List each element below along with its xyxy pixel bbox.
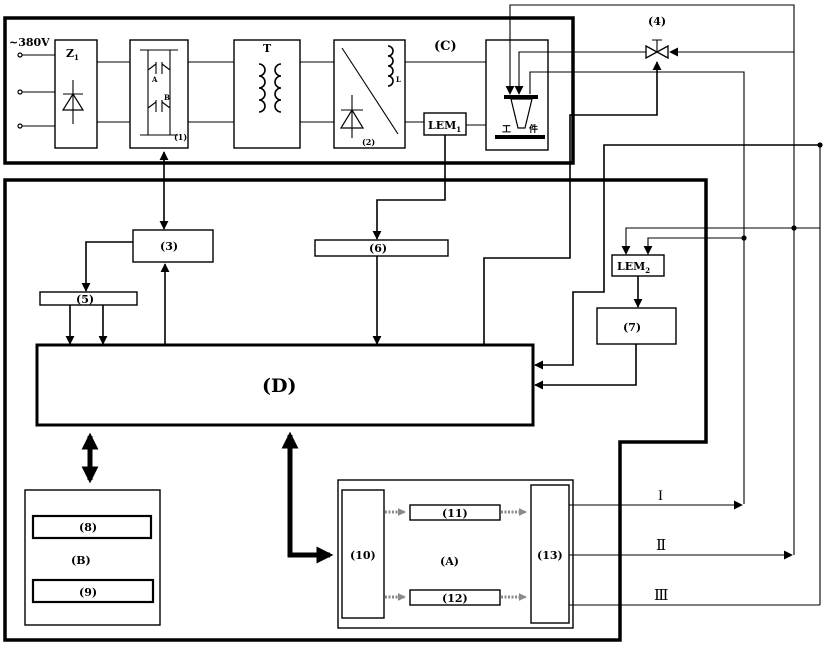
wire-line-i-to-lem2 bbox=[643, 237, 744, 255]
wire-block7-to-main bbox=[534, 344, 637, 390]
workpiece-text-2: 件 bbox=[529, 123, 538, 135]
wire-line-iii-to-lem2 bbox=[621, 227, 820, 255]
torch-nozzle bbox=[504, 95, 538, 99]
inverter-label: (1) bbox=[174, 132, 187, 142]
block-7 bbox=[596, 307, 677, 345]
block-8 bbox=[31, 514, 153, 540]
wire-lem1-to-block6 bbox=[372, 135, 446, 240]
panel-b-label: (B) bbox=[71, 554, 91, 567]
junction-dot-ii bbox=[791, 225, 797, 231]
main-controller-label: (D) bbox=[262, 375, 296, 397]
control-frame bbox=[3, 178, 708, 642]
block-11-label: (11) bbox=[442, 507, 468, 520]
supply-label: ~380V bbox=[9, 36, 50, 49]
main-controller-box bbox=[35, 343, 535, 427]
block-3-label: (3) bbox=[160, 240, 178, 253]
block-7-label: (7) bbox=[623, 321, 641, 334]
wire-z1-to-inverter bbox=[97, 61, 130, 123]
wire-valve-to-torch bbox=[514, 51, 646, 95]
valve-label: (4) bbox=[648, 15, 666, 28]
wire-inverter-to-transformer bbox=[188, 61, 234, 123]
block-9-label: (9) bbox=[79, 586, 97, 599]
valve-icon bbox=[645, 39, 669, 60]
inverter-box bbox=[129, 39, 189, 149]
output-label-iii: Ⅲ bbox=[654, 588, 668, 604]
panel-b-box bbox=[24, 489, 161, 626]
wire-line-ii-to-torch bbox=[505, 4, 795, 555]
inverter-terminal-b: B bbox=[164, 93, 170, 102]
wire-block3-to-block5 bbox=[81, 241, 133, 292]
wire-transformer-to-output-rectifier bbox=[300, 61, 334, 123]
transformer-box bbox=[233, 39, 301, 149]
block-13 bbox=[530, 484, 570, 624]
block-5 bbox=[39, 291, 138, 306]
inverter-bridge-icon bbox=[140, 49, 178, 136]
power-stage-frame bbox=[3, 16, 575, 165]
workpiece-plate bbox=[495, 135, 545, 139]
junction-dot-iii bbox=[817, 142, 823, 148]
lem1-label: LEM1 bbox=[428, 119, 461, 134]
wire-control-to-valve bbox=[483, 61, 662, 345]
transformer-coil-icon bbox=[258, 63, 282, 113]
block-9 bbox=[31, 578, 155, 604]
bus-main-to-module-a bbox=[281, 431, 334, 564]
block-5-label: (5) bbox=[76, 293, 94, 306]
torch-tip-icon bbox=[510, 98, 533, 129]
block-10-label: (10) bbox=[350, 549, 376, 562]
block-12 bbox=[409, 589, 501, 606]
block-6-label: (6) bbox=[369, 242, 387, 255]
block-8-label: (8) bbox=[79, 521, 97, 534]
block-10 bbox=[341, 489, 385, 619]
inverter-terminal-a: A bbox=[151, 75, 158, 84]
inductor-label: L bbox=[396, 75, 401, 84]
output-rectifier-box bbox=[333, 39, 406, 149]
block-12-label: (12) bbox=[442, 592, 468, 605]
rectifier-z1-box bbox=[54, 39, 98, 149]
block-13-label: (13) bbox=[537, 549, 563, 562]
supply-terminals bbox=[17, 52, 55, 129]
output-label-i: I bbox=[658, 488, 663, 504]
module-a-label: (A) bbox=[440, 555, 459, 568]
rectifier-diode-icon bbox=[61, 80, 85, 124]
lem2-label: LEM2 bbox=[617, 260, 650, 275]
block-3 bbox=[132, 229, 214, 263]
wire-line-iii-feedback bbox=[534, 144, 820, 370]
power-stage-label: (C) bbox=[434, 39, 457, 54]
rectifier-z1-label: Z1 bbox=[66, 47, 79, 62]
output-rectifier-label: (2) bbox=[362, 137, 375, 147]
block-11 bbox=[409, 504, 501, 521]
inductor-coil-icon bbox=[387, 45, 394, 87]
output-diode-icon bbox=[339, 95, 365, 138]
junction-dot-i bbox=[741, 235, 747, 241]
block-6 bbox=[314, 239, 449, 257]
output-rectifier-diagonal bbox=[341, 47, 399, 135]
workpiece-text-1: 工 bbox=[502, 124, 511, 135]
output-label-ii: Ⅱ bbox=[656, 538, 666, 554]
wire-line-i-to-torch bbox=[529, 71, 745, 504]
transformer-label: T bbox=[263, 42, 272, 55]
